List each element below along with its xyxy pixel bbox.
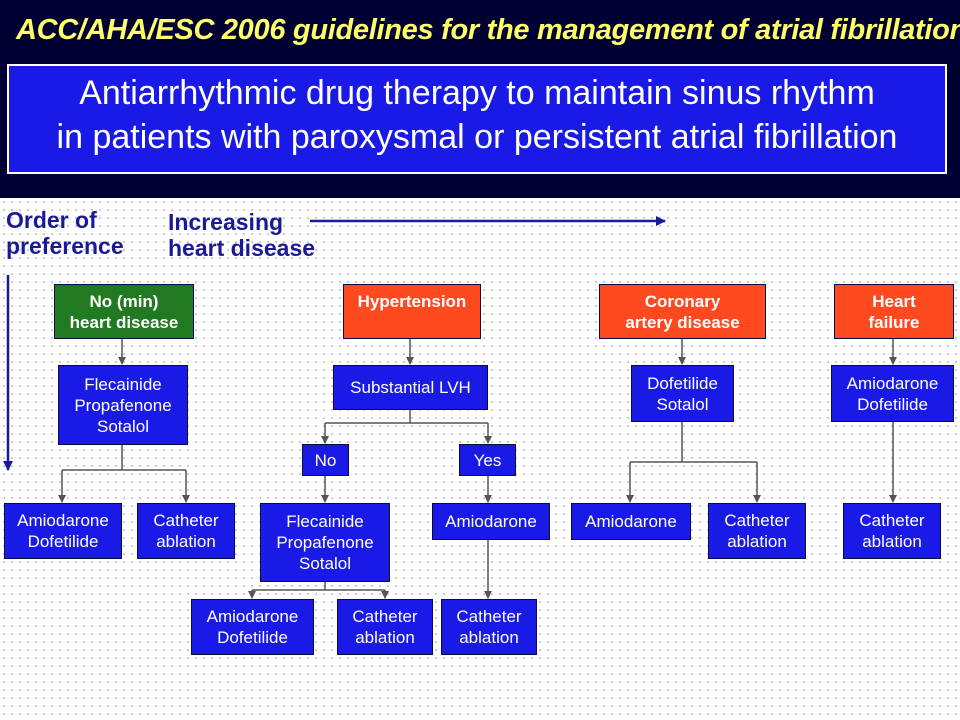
coronary-artery-disease-box: Coronary artery disease bbox=[599, 284, 766, 339]
substantial-lvh-box: Substantial LVH bbox=[333, 365, 488, 410]
ablation-label: ablation bbox=[862, 532, 922, 551]
substantial-lvh-label: Substantial LVH bbox=[350, 378, 471, 397]
order-label-line-2: preference bbox=[6, 233, 124, 259]
increasing-label-line-1: Increasing bbox=[168, 209, 284, 235]
coronary-line-1: Coronary bbox=[644, 291, 721, 311]
catheter-label: Catheter bbox=[153, 511, 219, 530]
drug-flecainide: Flecainide bbox=[84, 374, 162, 394]
no-heart-disease-line-1: No (min) bbox=[89, 291, 159, 311]
lvh-yes-box: Yes bbox=[459, 444, 516, 476]
drug-amiodarone: Amiodarone bbox=[17, 511, 109, 530]
drug-dofetilide: Dofetilide bbox=[647, 373, 718, 393]
c2-yes-catheter-ablation-box: Catheter ablation bbox=[441, 599, 537, 655]
ablation-label: ablation bbox=[727, 532, 787, 551]
drug-amiodarone: Amiodarone bbox=[846, 373, 939, 393]
lvh-no-label: No bbox=[314, 450, 337, 470]
drug-amiodarone: Amiodarone bbox=[585, 512, 677, 531]
drug-propafenone: Propafenone bbox=[74, 395, 172, 415]
c2-no-lvh-therapy-box: Flecainide Propafenone Sotalol bbox=[260, 503, 390, 582]
catheter-label: Catheter bbox=[724, 511, 790, 530]
ablation-label: ablation bbox=[459, 628, 519, 647]
c3-amiodarone-box: Amiodarone bbox=[571, 503, 691, 540]
catheter-label: Catheter bbox=[456, 607, 522, 626]
subtitle-box: Antiarrhythmic drug therapy to maintain … bbox=[7, 64, 947, 174]
drug-propafenone: Propafenone bbox=[276, 533, 374, 552]
c1-first-line-therapy-box: Flecainide Propafenone Sotalol bbox=[58, 365, 188, 445]
heart-failure-box: Heart failure bbox=[834, 284, 954, 339]
c3-catheter-ablation-box: Catheter ablation bbox=[708, 503, 806, 559]
slide-title: ACC/AHA/ESC 2006 guidelines for the mana… bbox=[16, 14, 960, 46]
c2-no-catheter-ablation-box: Catheter ablation bbox=[337, 599, 433, 655]
increasing-heart-disease-label: Increasing heart disease bbox=[168, 209, 315, 261]
drug-amiodarone: Amiodarone bbox=[206, 607, 299, 626]
subtitle-line-2: in patients with paroxysmal or persisten… bbox=[56, 118, 898, 156]
drug-dofetilide: Dofetilide bbox=[857, 394, 928, 414]
drug-amiodarone: Amiodarone bbox=[445, 512, 537, 531]
ablation-label: ablation bbox=[156, 532, 216, 551]
drug-dofetilide: Dofetilide bbox=[217, 628, 288, 647]
drug-sotalol: Sotalol bbox=[656, 394, 709, 414]
coronary-line-2: artery disease bbox=[625, 312, 740, 332]
hypertension-box: Hypertension bbox=[343, 284, 481, 339]
hypertension-label: Hypertension bbox=[357, 292, 467, 311]
c4-first-line-therapy-box: Amiodarone Dofetilide bbox=[831, 365, 954, 422]
c1-catheter-ablation-box: Catheter ablation bbox=[137, 503, 235, 559]
c2-yes-amiodarone-box: Amiodarone bbox=[432, 503, 550, 540]
heart-failure-line-1: Heart bbox=[872, 291, 916, 311]
order-label-line-1: Order of bbox=[6, 207, 97, 233]
drug-dofetilide: Dofetilide bbox=[27, 532, 99, 551]
c3-first-line-therapy-box: Dofetilide Sotalol bbox=[631, 365, 734, 422]
catheter-label: Catheter bbox=[352, 607, 418, 626]
ablation-label: ablation bbox=[355, 628, 415, 647]
c1-amiodarone-dofetilide-box: Amiodarone Dofetilide bbox=[4, 503, 122, 559]
drug-sotalol: Sotalol bbox=[299, 554, 351, 573]
no-heart-disease-box: No (min) heart disease bbox=[54, 284, 194, 339]
drug-sotalol: Sotalol bbox=[97, 416, 149, 436]
order-of-preference-label: Order of preference bbox=[6, 207, 124, 259]
lvh-no-box: No bbox=[302, 444, 349, 476]
lvh-yes-label: Yes bbox=[473, 450, 502, 470]
increasing-label-line-2: heart disease bbox=[168, 235, 316, 261]
c4-catheter-ablation-box: Catheter ablation bbox=[843, 503, 941, 559]
c2-amiodarone-dofetilide-box: Amiodarone Dofetilide bbox=[191, 599, 314, 655]
no-heart-disease-line-2: heart disease bbox=[69, 312, 179, 332]
subtitle-line-1: Antiarrhythmic drug therapy to maintain … bbox=[79, 74, 875, 112]
drug-flecainide: Flecainide bbox=[286, 512, 364, 531]
slide-header: ACC/AHA/ESC 2006 guidelines for the mana… bbox=[0, 0, 960, 198]
catheter-label: Catheter bbox=[859, 511, 925, 530]
heart-failure-line-2: failure bbox=[868, 312, 920, 332]
